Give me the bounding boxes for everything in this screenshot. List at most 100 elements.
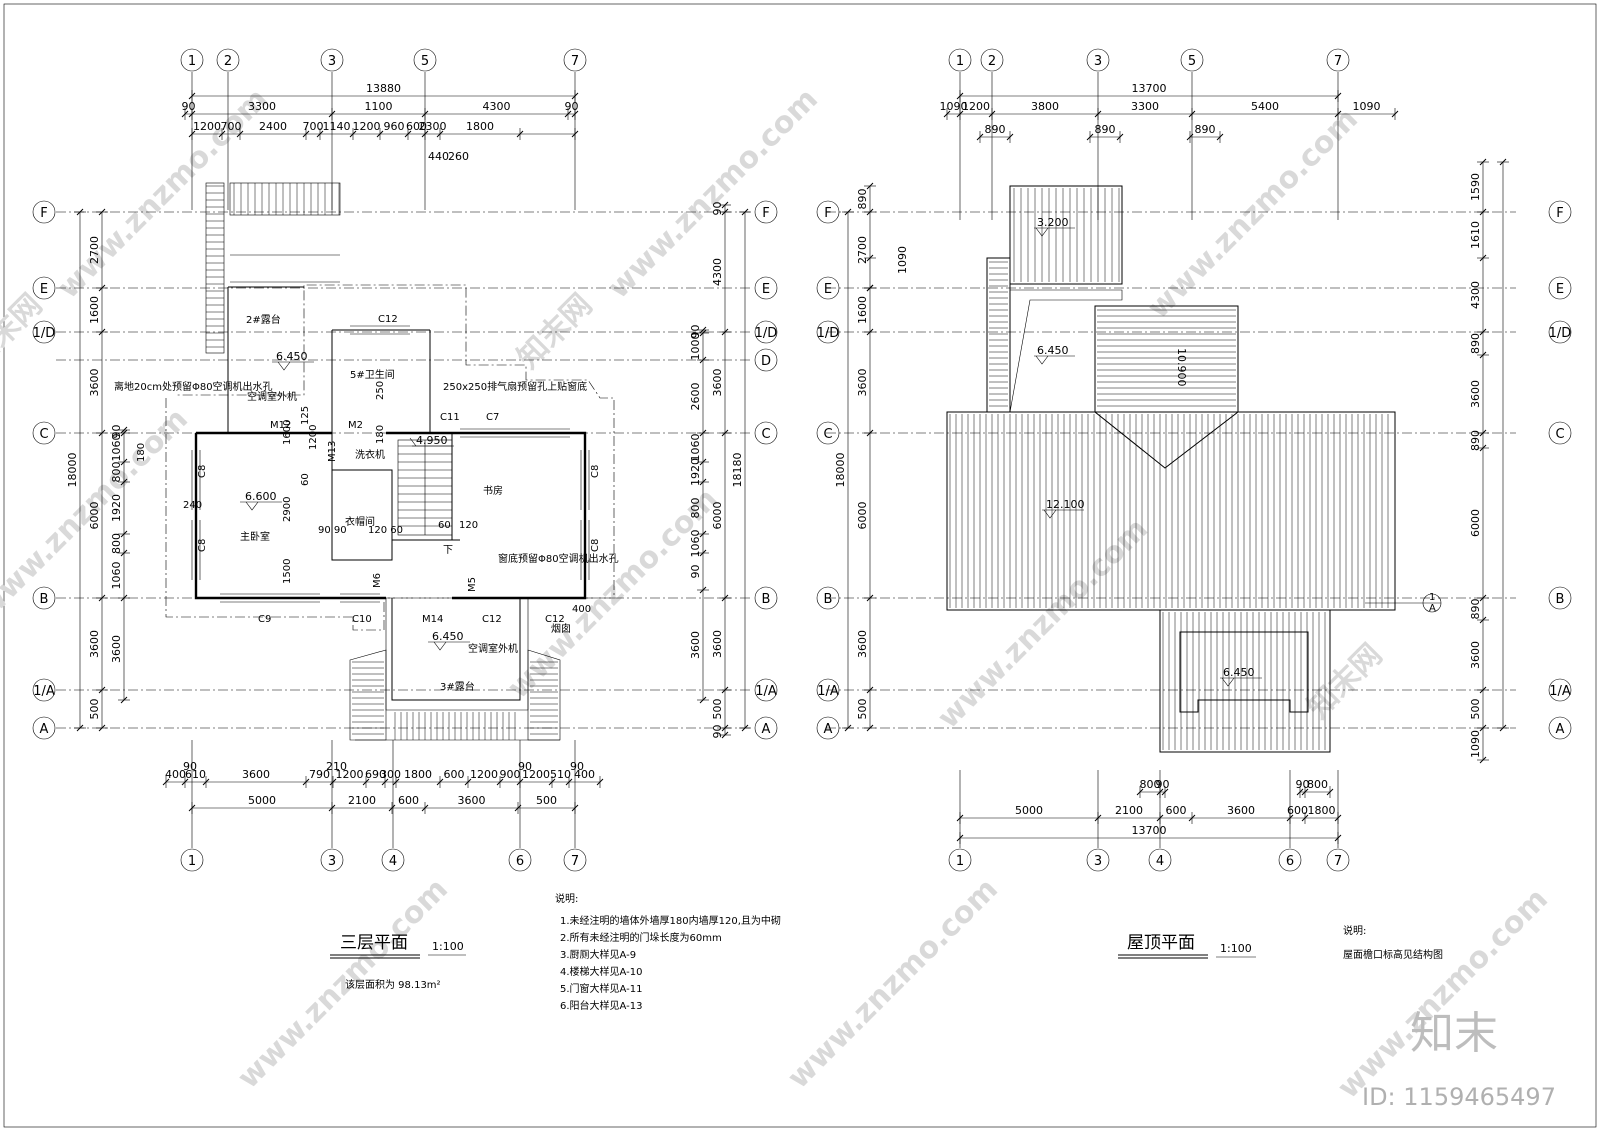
south-roof-wing [1159, 610, 1331, 753]
axis-bubble-circle [1548, 586, 1572, 610]
axis-bubble-label: 1/D [33, 326, 56, 341]
tag-c7: C7 [486, 412, 499, 423]
dimension-slash [316, 130, 324, 138]
roof-notes-heading: 说明: [1343, 924, 1366, 937]
dim-interior: 2900 [282, 497, 293, 522]
dimension-slash [464, 778, 472, 786]
dimension-slash [120, 426, 128, 434]
dimension-text: 500 [536, 794, 557, 807]
dimension-slash [1479, 429, 1487, 437]
dimension-text: 1060 [689, 434, 702, 462]
plan-scale: 1:100 [432, 940, 464, 953]
dimension-text: 90 [565, 100, 579, 113]
drawing-id: ID: 1159465497 [1362, 1083, 1556, 1111]
dimension-text: 3600 [689, 631, 702, 659]
axis-bubble-circle [180, 48, 204, 72]
dimension-text: 13700 [1132, 824, 1167, 837]
dimension-slash [1216, 133, 1224, 141]
dimension-text: 500 [711, 699, 724, 720]
axis-bubble-label: 1 [188, 54, 196, 69]
dimension-slash [98, 208, 106, 216]
flue-note: 烟囱 [551, 622, 571, 635]
terrace-2-railing [205, 182, 341, 354]
dimension-slash [1479, 328, 1487, 336]
dim-interior: 250 [375, 381, 386, 400]
axis-bubble: 6 [1278, 848, 1302, 872]
axis-bubble: 6 [508, 848, 532, 872]
exterior-wall-west [194, 433, 386, 600]
dimension-slash [1116, 133, 1124, 141]
dimension-slash [1301, 788, 1309, 796]
axis-bubble: E [1548, 276, 1572, 300]
axis-bubble: E [754, 276, 778, 300]
dimension-text: 1200 [962, 100, 990, 113]
axis-bubble-circle [816, 586, 840, 610]
dimension-slash [976, 133, 984, 141]
dimension-text: 1920 [110, 494, 123, 522]
dimension-slash [699, 429, 707, 437]
axis-bubble: 7 [1326, 48, 1350, 72]
axis-bubble: 2 [980, 48, 1004, 72]
dimension-slash [329, 778, 337, 786]
dimension-slash [721, 731, 729, 739]
axis-bubble-label: F [40, 206, 47, 221]
tag-c9: C9 [258, 614, 271, 625]
dimension-slash [302, 130, 310, 138]
axis-bubble: 1/A [1548, 678, 1572, 702]
dimension-slash [571, 130, 579, 138]
dimension-text: 2100 [348, 794, 376, 807]
axis-bubble-label: 7 [1334, 854, 1342, 869]
dimension-text: 3600 [856, 369, 869, 397]
plan-title: 屋顶平面 [1127, 933, 1195, 953]
dimension-slash [1479, 756, 1487, 764]
axis-bubble-circle [32, 678, 56, 702]
detail-sheet: A [1429, 603, 1436, 614]
axis-bubble-label: 2 [988, 54, 996, 69]
dimension-slash [699, 326, 707, 334]
watermark-brand: 知末网 [1301, 637, 1389, 725]
dimension-text: 3600 [1227, 804, 1255, 817]
axis-bubble-label: 6 [516, 854, 524, 869]
dimension-text: 3600 [1469, 641, 1482, 669]
axis-bubble-label: E [762, 282, 770, 297]
dimension-text: 1600 [88, 296, 101, 324]
dimension-slash [1479, 724, 1487, 732]
dimension-slash [1161, 788, 1169, 796]
dimension-slash [120, 530, 128, 538]
dimension-slash [866, 686, 874, 694]
dimension-text: 600 [406, 120, 427, 133]
dim-interior: 1600 [282, 420, 293, 445]
axis-bubble-label: 5 [421, 54, 429, 69]
stair-down-mark: 下 [443, 545, 453, 556]
dimension-slash [421, 804, 429, 812]
axis-bubble-label: 1 [188, 854, 196, 869]
dimension-slash [721, 686, 729, 694]
dimension-slash [866, 254, 874, 262]
axis-bubble: 1/A [754, 678, 778, 702]
dimension-slash [328, 804, 336, 812]
dimension-text: 90 [689, 325, 702, 339]
plan-title: 三层平面 [340, 933, 408, 953]
dimension-text: 5000 [248, 794, 276, 807]
dimension-text: 600 [1166, 804, 1187, 817]
axis-bubble-circle [816, 421, 840, 445]
dimension-slash [120, 429, 128, 437]
dimension-text: 90 [1156, 778, 1170, 791]
dimension-slash [699, 586, 707, 594]
dimension-slash [1334, 92, 1342, 100]
level-mark: 4.950 [416, 434, 448, 447]
dimension-text: 1100 [365, 100, 393, 113]
terrace-opening [1179, 631, 1309, 713]
axis-bubble-circle [816, 678, 840, 702]
dimension-text: 800 [1307, 778, 1328, 791]
third-floor-plan: 2#露台 5#卫生间 主卧室 书房 衣帽间 3#露台 洗衣机 6.450 6.6… [32, 48, 778, 991]
axis-bubble: 1 [948, 848, 972, 872]
dimension-slash [421, 110, 429, 118]
axis-bubble-label: 1/A [33, 684, 55, 699]
notes-heading: 说明: [555, 892, 578, 905]
axis-bubble-label: 3 [1094, 54, 1102, 69]
axis-bubble: 1/A [32, 678, 56, 702]
